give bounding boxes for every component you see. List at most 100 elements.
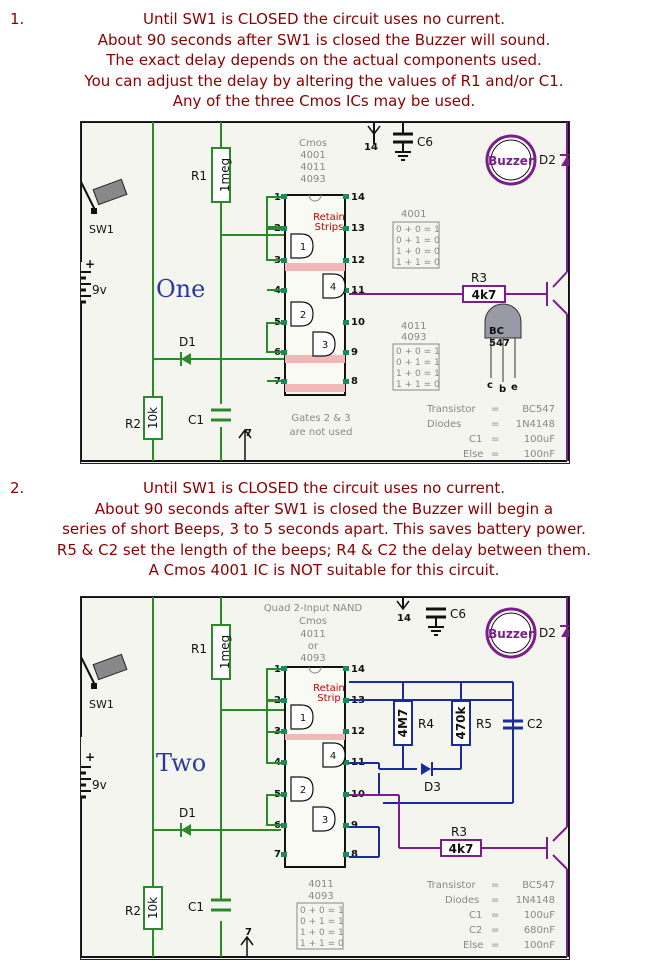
spec-name: Transistor	[426, 404, 476, 415]
transistor-marking: BC	[489, 326, 504, 337]
truth-row: 1 + 0 = 1	[300, 928, 344, 938]
pin-label: 8	[351, 376, 358, 387]
capacitor-c6	[393, 132, 413, 161]
d1-label: D1	[179, 806, 196, 820]
pin14-label: 14	[364, 142, 378, 153]
c1-label: C1	[188, 413, 204, 427]
retain-label: Retain	[313, 212, 345, 223]
instruction-line: You can adjust the delay by altering the…	[84, 71, 564, 90]
battery	[81, 766, 91, 812]
pin-label: 14	[351, 192, 365, 203]
note: Gates 2 & 3	[291, 413, 350, 424]
instruction-line: About 90 seconds after SW1 is closed the…	[94, 499, 554, 518]
buzzer	[485, 607, 537, 659]
ic-type: Quad 2-Input NAND	[264, 603, 363, 614]
pin14-label: 14	[397, 613, 411, 624]
spec-name: C1	[469, 434, 482, 445]
gate-number: 3	[322, 340, 328, 351]
transistor-bc547	[484, 303, 522, 382]
diode-d2	[560, 154, 569, 166]
section2-number: 2.	[10, 479, 25, 497]
spec-name: Transistor	[426, 880, 476, 891]
diode-d3	[421, 762, 433, 776]
spec-value: 100nF	[524, 940, 555, 951]
spec-value: BC547	[522, 404, 555, 415]
d2-label: D2	[539, 626, 556, 640]
spec-name: C1	[469, 910, 482, 921]
diode-d2	[560, 625, 569, 637]
ic-type: Cmos	[299, 138, 327, 149]
resistor-r1	[211, 147, 231, 203]
spec-name: Else	[463, 449, 483, 460]
r3-value: 4k7	[472, 288, 497, 302]
r1-label: R1	[191, 169, 207, 183]
capacitor-c6	[426, 607, 446, 636]
r1-value: 1meg	[218, 158, 232, 192]
transistor-pin: b	[499, 384, 506, 395]
truth-row: 1 + 1 = 0	[396, 258, 440, 268]
spec-eq: =	[491, 910, 499, 921]
resistor-r2	[143, 886, 163, 930]
resistor-r5	[451, 700, 471, 746]
truth-row: 1 + 1 = 0	[300, 939, 344, 949]
buzzer-label: Buzzer	[488, 154, 534, 168]
pin-label: 14	[351, 664, 365, 675]
spec-eq: =	[491, 880, 499, 891]
truth-title: 4093	[308, 891, 333, 902]
gate-number: 3	[322, 815, 328, 826]
ic-type: 4011	[300, 629, 325, 640]
r5-label: R5	[476, 717, 492, 731]
instruction-line: R5 & C2 set the length of the beeps; R4 …	[56, 540, 592, 559]
spec-value: 1N4148	[516, 895, 555, 906]
diode-d1	[180, 352, 191, 366]
capacitor-c1	[211, 898, 231, 912]
capacitor-c1	[211, 408, 231, 422]
truth-4011-title: 4011	[401, 321, 426, 332]
circuit-title: Two	[156, 749, 206, 777]
spec-eq: =	[491, 419, 499, 430]
svg-text:+: +	[85, 257, 95, 271]
retain-label: Strip	[317, 693, 341, 704]
resistor-r3	[462, 285, 506, 303]
circuit-two-schematic: SW1 + 9v Two 1meg R1 10k R2 C1 D1 14 7	[81, 597, 569, 958]
instruction-line: About 90 seconds after SW1 is closed the…	[97, 30, 551, 49]
spec-value: BC547	[522, 880, 555, 891]
spec-eq: =	[491, 940, 499, 951]
transistor-marking: 547	[489, 338, 510, 349]
spec-value: 680nF	[524, 925, 555, 936]
truth-row: 1 + 0 = 1	[396, 369, 440, 379]
r3-value: 4k7	[449, 842, 474, 856]
r4-label: R4	[418, 717, 434, 731]
r2-label: R2	[125, 417, 141, 431]
spec-name: Else	[463, 940, 483, 951]
spec-value: 1N4148	[516, 419, 555, 430]
buzzer	[485, 134, 537, 186]
gate-number: 1	[300, 242, 306, 253]
switch-sw1	[81, 637, 128, 737]
spec-value: 100nF	[524, 449, 555, 460]
instruction-line: series of short Beeps, 3 to 5 seconds ap…	[62, 520, 586, 538]
capacitor-c2	[503, 719, 523, 730]
spec-eq: =	[491, 404, 499, 415]
switch-sw1	[81, 162, 128, 262]
gate-number: 2	[300, 310, 306, 321]
spec-name: Diodes	[427, 419, 461, 430]
gate-number: 4	[330, 282, 336, 293]
circuit-one-panel: SW1 + 9v One 1meg R1 10k R2 C1 D1 14 7	[80, 121, 570, 464]
d1-label: D1	[179, 335, 196, 349]
ic-type: or	[308, 641, 319, 652]
truth-title: 4011	[308, 879, 333, 890]
buzzer-label: Buzzer	[488, 627, 534, 641]
c6-label: C6	[450, 607, 466, 621]
instruction-line: The exact delay depends on the actual co…	[106, 51, 542, 69]
spec-value: 100uF	[524, 910, 555, 921]
truth-row: 0 + 1 = 1	[300, 917, 344, 927]
circuit-one-schematic: SW1 + 9v One 1meg R1 10k R2 C1 D1 14 7	[81, 122, 569, 462]
circuit-two-panel: SW1 + 9v Two 1meg R1 10k R2 C1 D1 14 7	[80, 596, 570, 960]
ic-type: 4093	[300, 653, 325, 664]
spec-eq: =	[491, 434, 499, 445]
truth-row: 0 + 1 = 1	[396, 358, 440, 368]
d2-label: D2	[539, 153, 556, 167]
resistor-r3	[440, 839, 482, 857]
pin-label: 7	[274, 849, 281, 860]
